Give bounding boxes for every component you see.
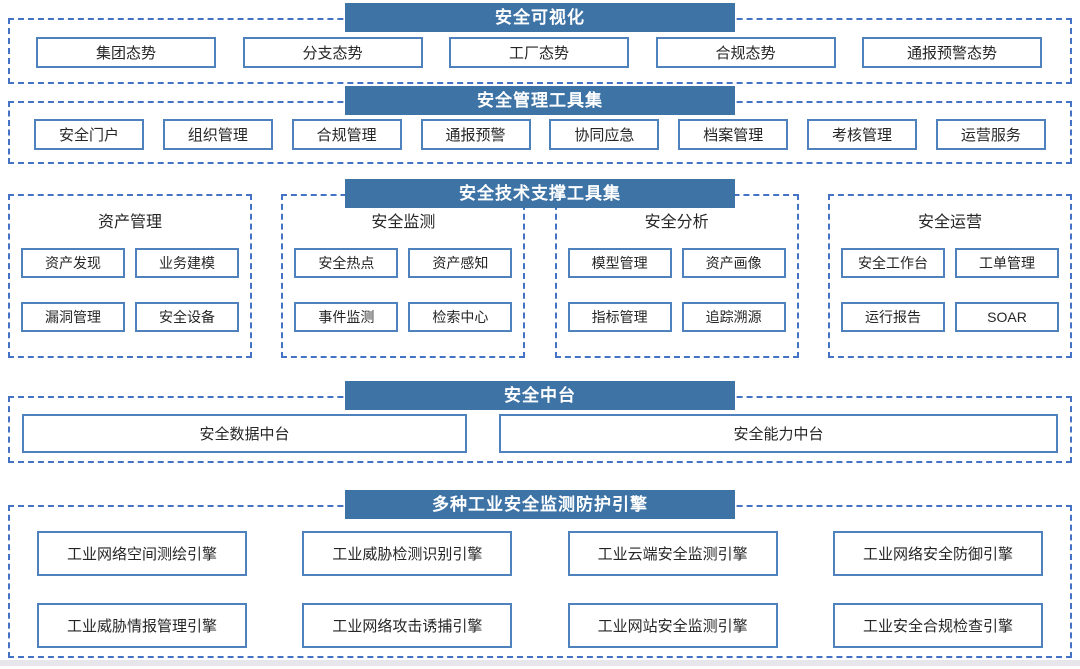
- module-box: 档案管理: [678, 119, 789, 150]
- module-box: 安全门户: [34, 119, 144, 150]
- section-security-middle-platform: 安全中台 安全数据中台 安全能力中台: [0, 381, 1080, 463]
- tech-support-groups: 资产管理 资产发现 业务建模 漏洞管理 安全设备 安全监测 安全热点 资产感知 …: [8, 194, 1072, 358]
- section-title-banner: 安全管理工具集: [345, 86, 735, 115]
- module-box: 合规管理: [291, 119, 402, 150]
- section-tech-support-toolset: 安全技术支撑工具集 资产管理 资产发现 业务建模 漏洞管理 安全设备 安全监测 …: [0, 179, 1080, 358]
- management-panel: 安全门户 组织管理 合规管理 通报预警 协同应急 档案管理 考核管理 运营服务: [8, 101, 1072, 164]
- module-box: 指标管理: [567, 302, 672, 332]
- group-grid: 安全热点 资产感知 事件监测 检索中心: [293, 248, 513, 332]
- group-security-monitoring: 安全监测 安全热点 资产感知 事件监测 检索中心: [281, 194, 526, 358]
- bottom-edge-strip: [0, 660, 1080, 666]
- module-box: 工厂态势: [449, 37, 629, 68]
- group-grid: 安全工作台 工单管理 运行报告 SOAR: [840, 248, 1060, 332]
- section-security-management-toolset: 安全管理工具集 安全门户 组织管理 合规管理 通报预警 协同应急 档案管理 考核…: [0, 86, 1080, 164]
- module-box: 通报预警: [420, 119, 531, 150]
- group-grid: 模型管理 资产画像 指标管理 追踪溯源: [567, 248, 787, 332]
- module-box: 资产画像: [681, 248, 786, 278]
- module-box: 漏洞管理: [21, 302, 125, 332]
- module-box: 安全能力中台: [499, 414, 1058, 453]
- module-box: 集团态势: [36, 37, 216, 68]
- module-box: 安全数据中台: [22, 414, 467, 453]
- section-title-banner: 安全可视化: [345, 3, 735, 32]
- module-box: 安全热点: [294, 248, 399, 278]
- module-box: 事件监测: [294, 302, 399, 332]
- module-box: 组织管理: [162, 119, 273, 150]
- section-title-banner: 安全中台: [345, 381, 735, 410]
- engine-box: 工业威胁检测识别引擎: [302, 531, 513, 576]
- group-title: 资产管理: [97, 214, 162, 231]
- module-box: 通报预警态势: [862, 37, 1042, 68]
- module-box: 模型管理: [567, 248, 672, 278]
- engine-box: 工业网络安全防御引擎: [832, 531, 1043, 576]
- group-security-operations: 安全运营 安全工作台 工单管理 运行报告 SOAR: [827, 194, 1072, 358]
- group-title: 安全监测: [371, 214, 436, 231]
- module-box: 运营服务: [935, 119, 1046, 150]
- module-box: 资产发现: [21, 248, 125, 278]
- engines-panel: 工业网络空间测绘引擎 工业威胁检测识别引擎 工业云端安全监测引擎 工业网络安全防…: [8, 505, 1072, 658]
- section-title-banner: 安全技术支撑工具集: [345, 179, 735, 208]
- module-box: 分支态势: [242, 37, 423, 68]
- module-box: 考核管理: [807, 119, 918, 150]
- module-box: 运行报告: [840, 302, 945, 332]
- module-box: 协同应急: [549, 119, 660, 150]
- module-box: 追踪溯源: [681, 302, 786, 332]
- engine-box: 工业安全合规检查引擎: [832, 603, 1043, 648]
- engine-box: 工业网络空间测绘引擎: [37, 531, 247, 576]
- section-industrial-engines: 多种工业安全监测防护引擎 工业网络空间测绘引擎 工业威胁检测识别引擎 工业云端安…: [0, 490, 1080, 658]
- group-grid: 资产发现 业务建模 漏洞管理 安全设备: [20, 248, 240, 332]
- section-title-banner: 多种工业安全监测防护引擎: [345, 490, 735, 519]
- middle-platform-panel: 安全数据中台 安全能力中台: [8, 396, 1072, 463]
- engine-box: 工业网站安全监测引擎: [567, 603, 778, 648]
- module-box: 安全设备: [135, 302, 239, 332]
- engine-box: 工业网络攻击诱捕引擎: [302, 603, 513, 648]
- group-asset-management: 资产管理 资产发现 业务建模 漏洞管理 安全设备: [8, 194, 252, 358]
- group-title: 安全运营: [917, 214, 982, 231]
- engine-box: 工业威胁情报管理引擎: [37, 603, 247, 648]
- module-box: 安全工作台: [840, 248, 945, 278]
- module-box: 资产感知: [408, 248, 513, 278]
- group-security-analysis: 安全分析 模型管理 资产画像 指标管理 追踪溯源: [554, 194, 799, 358]
- module-box: 工单管理: [954, 248, 1059, 278]
- module-box: 合规态势: [655, 37, 836, 68]
- group-title: 安全分析: [644, 214, 709, 231]
- section-security-visualization: 安全可视化 集团态势 分支态势 工厂态势 合规态势 通报预警态势: [0, 3, 1080, 84]
- module-box: 业务建模: [135, 248, 239, 278]
- module-box: SOAR: [954, 302, 1059, 332]
- engine-box: 工业云端安全监测引擎: [567, 531, 778, 576]
- module-box: 检索中心: [408, 302, 513, 332]
